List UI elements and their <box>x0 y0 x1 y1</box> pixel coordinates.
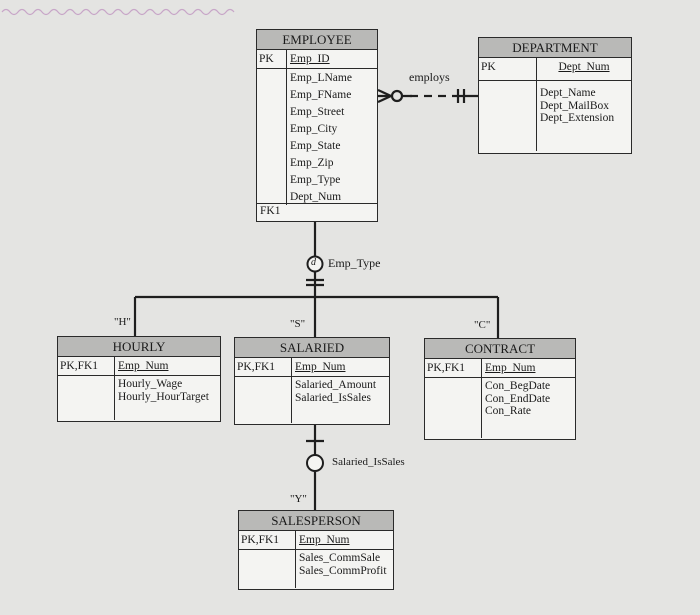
employee-attr: Emp_Type <box>290 174 341 186</box>
department-pk-attr: Dept_Num <box>558 61 610 73</box>
relationship-label: employs <box>409 70 450 84</box>
salaried-pk-attr: Emp_Num <box>295 361 346 373</box>
hourly-title: HOURLY <box>58 337 220 357</box>
department-title: DEPARTMENT <box>479 38 631 58</box>
entity-salesperson: SALESPERSON PK,FK1 Emp_Num Sales_CommSal… <box>238 510 394 590</box>
entity-hourly: HOURLY PK,FK1 Emp_Num Hourly_Wage Hourly… <box>57 336 221 422</box>
discriminator-label-salaried-issales: Salaried_IsSales <box>332 456 405 468</box>
employee-fk-attr: Dept_Num <box>290 191 342 203</box>
salaried-attr: Salaried_Amount <box>295 379 377 391</box>
entity-contract: CONTRACT PK,FK1 Emp_Num Con_BegDate Con_… <box>424 338 576 440</box>
employee-attr-row: Emp_LName Emp_FName Emp_Street Emp_City … <box>257 69 377 206</box>
employee-attr: Emp_Zip <box>290 157 334 169</box>
contract-attr: Con_BegDate <box>485 380 551 392</box>
department-attr: Dept_Name <box>540 87 596 99</box>
employee-pk-label: PK <box>259 53 274 65</box>
employee-attr: Emp_FName <box>290 89 352 101</box>
entity-department: DEPARTMENT PK Dept_Num Dept_Name Dept_Ma… <box>478 37 632 154</box>
employee-attr: Emp_Street <box>290 106 345 118</box>
hourly-attr: Hourly_Wage <box>118 378 183 390</box>
salaried-key-label: PK,FK1 <box>237 361 276 373</box>
employee-title: EMPLOYEE <box>257 30 377 50</box>
subtype-symbol: d <box>311 257 316 268</box>
contract-pk-row: PK,FK1 Emp_Num <box>425 359 575 378</box>
department-attr-row: Dept_Name Dept_MailBox Dept_Extension <box>479 81 631 151</box>
salesperson-key-label: PK,FK1 <box>241 534 280 546</box>
department-attr: Dept_Extension <box>540 112 615 124</box>
employee-pk-row: PK Emp_ID <box>257 50 377 69</box>
employee-attr: Emp_LName <box>290 72 352 84</box>
employee-pk-attr: Emp_ID <box>290 53 330 65</box>
discriminator-label-emp-type: Emp_Type <box>328 256 381 270</box>
subtype-code-contract: "C" <box>474 319 491 331</box>
department-pk-row: PK Dept_Num <box>479 58 631 81</box>
salesperson-pk-attr: Emp_Num <box>299 534 350 546</box>
subtype-circle-salaried-issales <box>306 454 324 472</box>
subtype-code-salaried: "S" <box>290 318 306 330</box>
salaried-attr-row: Salaried_Amount Salaried_IsSales <box>235 377 389 423</box>
entity-salaried: SALARIED PK,FK1 Emp_Num Salaried_Amount … <box>234 337 390 425</box>
scribble-mark <box>1 8 235 16</box>
contract-title: CONTRACT <box>425 339 575 359</box>
employee-fk-label: FK1 <box>260 205 281 217</box>
contract-pk-attr: Emp_Num <box>485 362 536 374</box>
contract-attr-row: Con_BegDate Con_EndDate Con_Rate <box>425 378 575 438</box>
department-pk-label: PK <box>481 61 496 73</box>
hourly-attr: Hourly_HourTarget <box>118 390 209 403</box>
salesperson-attr: Sales_CommProfit <box>299 564 387 577</box>
hourly-pk-row: PK,FK1 Emp_Num <box>58 357 220 376</box>
salesperson-title: SALESPERSON <box>239 511 393 531</box>
salaried-pk-row: PK,FK1 Emp_Num <box>235 358 389 377</box>
salesperson-attr: Sales_CommSale <box>299 552 381 564</box>
subtype-code-salesperson: "Y" <box>290 493 307 505</box>
subtype-circle-emp-type <box>306 255 324 273</box>
hourly-key-label: PK,FK1 <box>60 360 99 372</box>
hourly-attr-row: Hourly_Wage Hourly_HourTarget <box>58 376 220 420</box>
employee-fk-divider <box>256 203 378 204</box>
employee-attr: Emp_City <box>290 123 338 135</box>
salesperson-pk-row: PK,FK1 Emp_Num <box>239 531 393 550</box>
employee-attr: Emp_State <box>290 140 341 152</box>
department-attr: Dept_MailBox <box>540 99 609 112</box>
salesperson-attr-row: Sales_CommSale Sales_CommProfit <box>239 550 393 588</box>
hourly-pk-attr: Emp_Num <box>118 360 169 372</box>
salaried-attr: Salaried_IsSales <box>295 391 372 404</box>
contract-attr: Con_Rate <box>485 405 531 417</box>
subtype-code-hourly: "H" <box>114 316 131 328</box>
contract-key-label: PK,FK1 <box>427 362 466 374</box>
contract-attr: Con_EndDate <box>485 392 551 405</box>
salaried-title: SALARIED <box>235 338 389 358</box>
entity-employee: EMPLOYEE PK Emp_ID Emp_LName Emp_FName E… <box>256 29 378 222</box>
